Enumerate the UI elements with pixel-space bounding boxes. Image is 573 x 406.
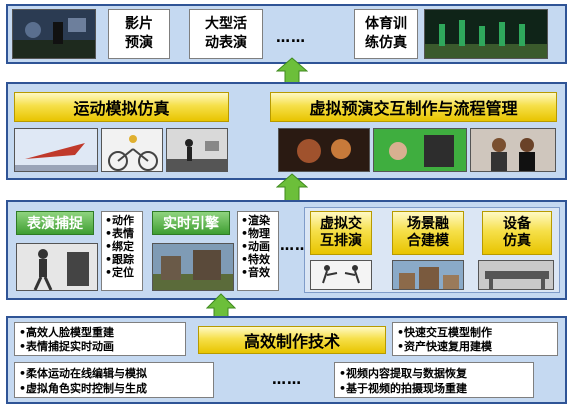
title-label: 高效制作技术	[243, 332, 340, 351]
title-label: 运动模拟仿真	[73, 99, 170, 118]
device-simulation-title: 设备 仿真	[482, 211, 552, 255]
motion-capture-photo	[166, 128, 228, 172]
list-item: •音效	[241, 266, 271, 279]
scene-fusion-title: 场景融 合建模	[392, 211, 464, 255]
title-label: 场景融 合建模	[407, 216, 449, 249]
previs-photo-1	[278, 128, 370, 172]
ellipsis: ……	[276, 30, 306, 46]
list-item: •定位	[105, 266, 135, 279]
list-item: •表情捕捉实时动画	[19, 340, 115, 353]
title-label: 设备 仿真	[503, 216, 531, 249]
list-item: •柔体运动在线编辑与模拟	[19, 367, 148, 380]
list-item: •高效人脸模型重建	[19, 326, 115, 339]
virtual-rehearsal-title: 虚拟交 互排演	[310, 211, 372, 255]
tech-list-modeling: •快速交互模型制作 •资产快速复用建模	[392, 322, 558, 356]
app-label: 体育训 练仿真	[365, 16, 407, 51]
ellipsis: ……	[280, 238, 310, 254]
tag-label: 实时引擎	[163, 216, 219, 232]
app-box-film-previs: 影片 预演	[108, 9, 170, 59]
app-label: 大型活 动表演	[205, 16, 247, 51]
list-item: •虚拟角色实时控制与生成	[19, 382, 148, 395]
list-item: •绑定	[105, 240, 135, 253]
film-previs-photo	[12, 9, 96, 59]
tech-list-face: •高效人脸模型重建 •表情捕捉实时动画	[14, 322, 186, 356]
tag-label: 表演捕捉	[27, 216, 83, 232]
engine-scene-photo	[152, 243, 234, 291]
performance-capture-tag: 表演捕捉	[16, 211, 94, 235]
ellipsis: ……	[272, 372, 302, 388]
scene-model-photo	[392, 260, 464, 290]
cyclist-photo	[101, 128, 163, 172]
flight-sim-photo	[14, 128, 98, 172]
list-item: •渲染	[241, 214, 271, 227]
tech-list-video: •视频内容提取与数据恢复 •基于视频的拍摄现场重建	[334, 362, 534, 398]
list-item: •动画	[241, 240, 271, 253]
app-box-sports-training: 体育训 练仿真	[354, 9, 418, 59]
capture-list: •动作 •表情 •绑定 •跟踪 •定位	[101, 211, 143, 291]
list-item: •基于视频的拍摄现场重建	[339, 382, 468, 395]
mocap-suit-photo	[16, 243, 98, 291]
previs-interaction-title: 虚拟预演交互制作与流程管理	[270, 92, 557, 122]
list-item: •物理	[241, 227, 271, 240]
rehearsal-figures-photo	[310, 260, 372, 290]
engine-list: •渲染 •物理 •动画 •特效 •音效	[237, 211, 279, 291]
list-item: •资产快速复用建模	[397, 340, 493, 353]
app-label: 影片 预演	[125, 16, 153, 51]
previs-photo-2	[373, 128, 467, 172]
motion-simulation-title: 运动模拟仿真	[14, 92, 229, 122]
dance-performance-photo	[424, 9, 548, 59]
list-item: •动作	[105, 214, 135, 227]
previs-photo-3	[470, 128, 556, 172]
tech-list-animation: •柔体运动在线编辑与模拟 •虚拟角色实时控制与生成	[14, 362, 214, 398]
title-label: 虚拟交 互排演	[320, 216, 362, 249]
app-box-event-performance: 大型活 动表演	[189, 9, 263, 59]
realtime-engine-tag: 实时引擎	[152, 211, 230, 235]
list-item: •快速交互模型制作	[397, 326, 493, 339]
efficient-production-title: 高效制作技术	[198, 326, 386, 354]
list-item: •表情	[105, 227, 135, 240]
up-arrow-icon	[276, 173, 308, 202]
title-label: 虚拟预演交互制作与流程管理	[309, 99, 518, 118]
list-item: •跟踪	[105, 253, 135, 266]
device-photo	[478, 260, 554, 290]
list-item: •视频内容提取与数据恢复	[339, 367, 468, 380]
list-item: •特效	[241, 253, 271, 266]
